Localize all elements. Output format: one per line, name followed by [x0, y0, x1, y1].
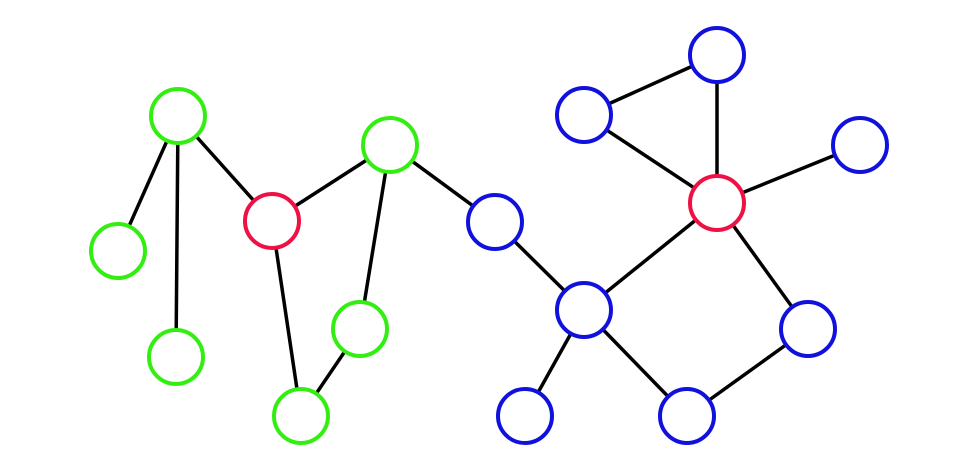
node-green-g6: [272, 387, 330, 445]
edge-b7-b8: [607, 64, 694, 106]
node-green-g4: [361, 116, 419, 174]
node-blue-b4: [658, 387, 716, 445]
node-blue-b5: [779, 300, 837, 358]
edge-r1-g4: [293, 158, 369, 208]
edge-g1-r1: [194, 134, 256, 203]
edge-b2-r2: [603, 218, 698, 295]
node-green-g5: [331, 300, 389, 358]
node-green-g1: [149, 87, 207, 145]
node-blue-b6: [831, 116, 889, 174]
graph-nodes: [89, 26, 889, 445]
graph-edges: [127, 64, 836, 402]
edge-b2-b3: [536, 332, 573, 394]
node-blue-b3: [496, 387, 554, 445]
edge-b5-r2: [731, 223, 794, 309]
edge-b2-b4: [601, 328, 670, 398]
node-blue-b2: [555, 281, 613, 339]
edge-g1-g2: [127, 139, 169, 228]
node-blue-b1: [466, 193, 524, 251]
edge-g1-g3: [174, 142, 180, 331]
node-green-g3: [147, 328, 205, 386]
node-green-g2: [89, 222, 147, 280]
edge-r1-g6: [274, 247, 299, 390]
edge-r2-b7: [605, 128, 696, 190]
edge-r2-b6: [741, 153, 836, 195]
node-red-r2: [688, 174, 746, 232]
node-blue-b8: [688, 26, 746, 84]
edge-g5-g6: [314, 350, 347, 395]
edge-b4-b5: [707, 343, 788, 402]
edge-b1-b2: [512, 239, 567, 293]
edge-g4-g5: [362, 171, 388, 303]
node-red-r1: [243, 192, 301, 250]
edge-g4-b1: [410, 159, 475, 208]
node-blue-b7: [555, 86, 613, 144]
